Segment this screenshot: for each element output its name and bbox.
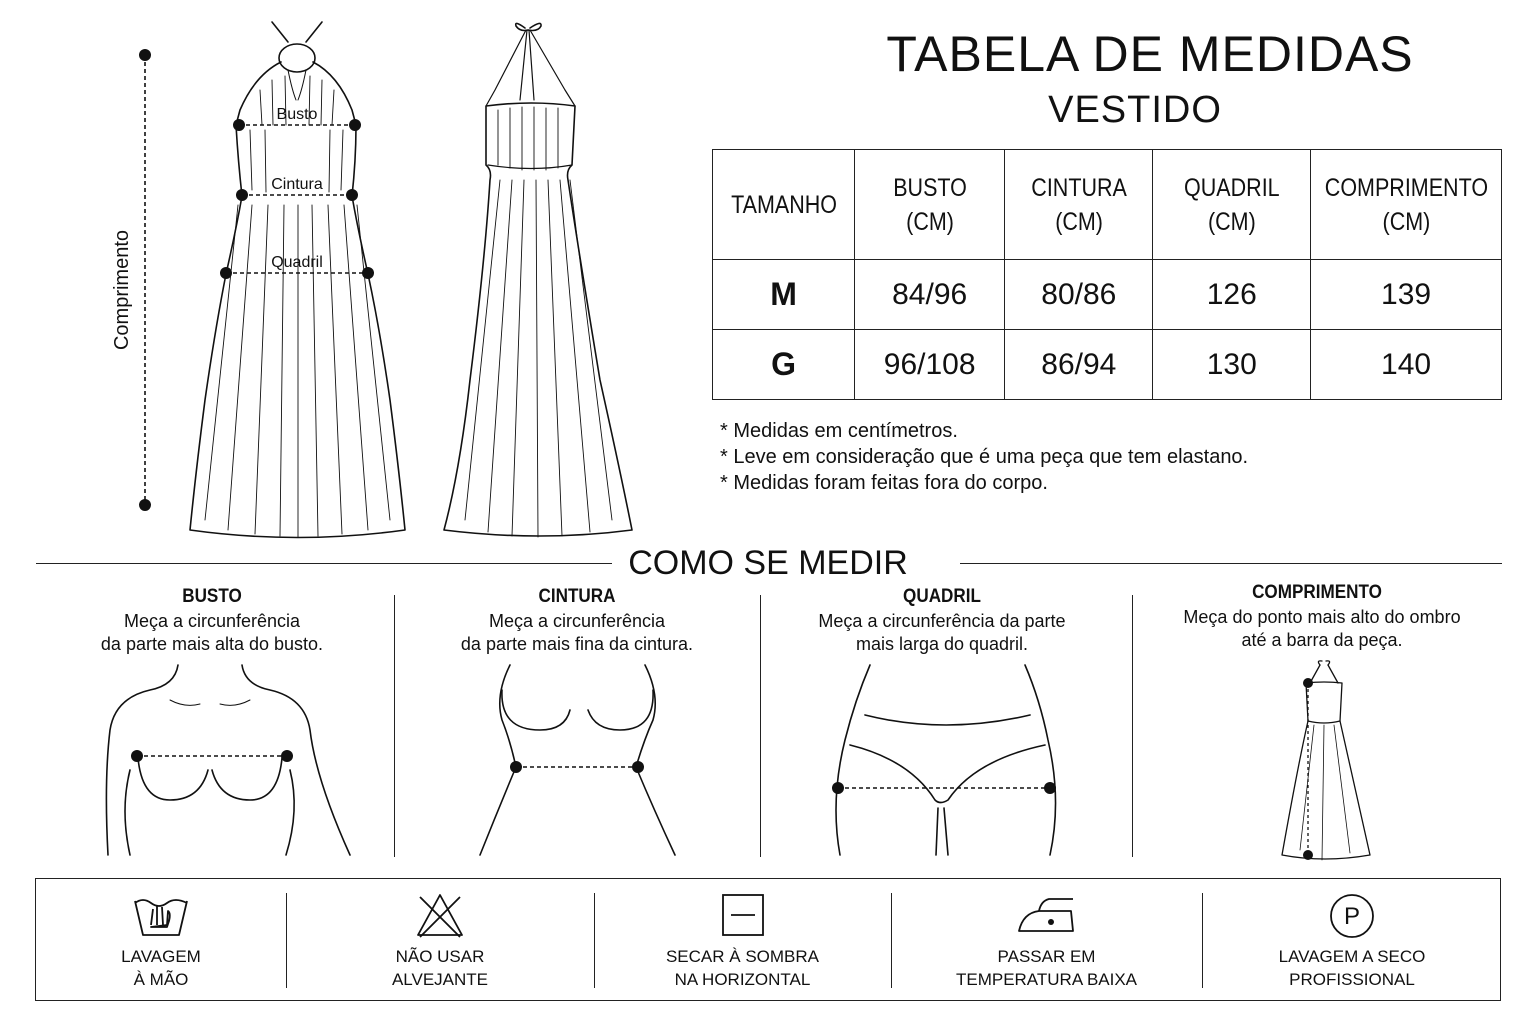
- how-to-heading-comprimento: COMPRIMENTO: [1252, 582, 1382, 603]
- table-cell: 139: [1310, 259, 1502, 330]
- diagram-label-cintura: Cintura: [271, 176, 323, 193]
- care-item-iron-low: PASSAR EM TEMPERATURA BAIXA: [891, 879, 1202, 1002]
- bust-figure-illustration: [105, 664, 351, 856]
- care-label-line: NA HORIZONTAL: [674, 970, 811, 989]
- back-dress-strap: [485, 29, 576, 107]
- care-instructions: LAVAGEM À MÃO NÃO USAR ALVEJANTE SECAR À…: [35, 878, 1501, 1001]
- care-label-line: NÃO USAR: [395, 947, 485, 966]
- dry-flat-shade-icon: [721, 894, 764, 936]
- how-to-desc-cintura: Meça a circunferência da parte mais fina…: [460, 611, 694, 654]
- care-item-no-bleach: NÃO USAR ALVEJANTE: [286, 879, 594, 1002]
- care-divider: [891, 893, 892, 988]
- care-label-line: SECAR À SOMBRA: [665, 947, 820, 966]
- column-header-comprimento: COMPRIMENTO (CM): [1323, 149, 1489, 260]
- no-bleach-icon: [417, 894, 463, 938]
- note-line: * Medidas foram feitas fora do corpo.: [720, 472, 1048, 494]
- column-header-cintura: CINTURA (CM): [1014, 149, 1143, 260]
- section-title-como-medir: COMO SE MEDIR: [612, 543, 924, 583]
- care-label-line: LAVAGEM: [121, 947, 201, 966]
- how-to-heading-cintura: CINTURA: [538, 586, 616, 607]
- waist-figure-illustration: [479, 664, 676, 856]
- diagram-label-quadril: Quadril: [271, 254, 323, 271]
- how-to-heading-quadril: QUADRIL: [903, 586, 981, 607]
- care-divider: [1202, 893, 1203, 988]
- column-divider: [394, 595, 395, 857]
- table-cell: 140: [1310, 329, 1502, 400]
- section-divider-left: [36, 563, 612, 564]
- front-dress-outline: [189, 61, 406, 539]
- table-header-row: TAMANHO BUSTO (CM) CINTURA (CM) QUADRIL …: [713, 149, 1502, 260]
- care-divider: [594, 893, 595, 988]
- diagram-label-comprimento: Comprimento: [111, 230, 133, 350]
- front-dress-strap: [271, 21, 323, 43]
- note-line: * Medidas em centímetros.: [720, 420, 958, 442]
- dry-clean-letter: P: [1344, 903, 1360, 930]
- table-cell: 126: [1152, 259, 1312, 330]
- page-subtitle: VESTIDO: [1048, 89, 1222, 131]
- size-label: M: [711, 259, 856, 330]
- front-dress-neck: [278, 43, 316, 73]
- back-dress-outline: [443, 102, 633, 537]
- how-to-heading-busto: BUSTO: [182, 586, 242, 607]
- dress-diagram: Busto Cintura Quadril Comprimento: [111, 21, 633, 539]
- table-row: M 84/96 80/86 126 139: [711, 259, 1502, 330]
- iron-low-icon: [1017, 898, 1074, 932]
- table-cell: 96/108: [854, 329, 1006, 400]
- page-title: TABELA DE MEDIDAS: [886, 26, 1414, 82]
- care-divider: [286, 893, 287, 988]
- how-to-desc-quadril: Meça a circunferência da parte mais larg…: [818, 611, 1066, 654]
- column-header-busto: BUSTO (CM): [864, 149, 995, 260]
- column-header-tamanho: TAMANHO: [722, 149, 846, 260]
- size-label: G: [711, 329, 856, 400]
- hand-wash-icon: [134, 899, 188, 936]
- professional-dry-clean-icon: P: [1330, 894, 1374, 938]
- note-line: * Leve em consideração que é uma peça qu…: [720, 446, 1249, 468]
- how-to-desc-busto: Meça a circunferência da parte mais alta…: [100, 611, 324, 654]
- table-cell: 84/96: [854, 259, 1006, 330]
- care-label-line: PROFISSIONAL: [1289, 970, 1415, 989]
- diagram-label-busto: Busto: [277, 106, 318, 123]
- care-item-hand-wash: LAVAGEM À MÃO: [36, 879, 286, 1002]
- care-item-dry-flat-shade: SECAR À SOMBRA NA HORIZONTAL: [594, 879, 891, 1002]
- care-label-line: À MÃO: [133, 970, 189, 989]
- section-divider-right: [960, 563, 1502, 564]
- column-divider: [1132, 595, 1133, 857]
- table-cell: 86/94: [1004, 329, 1154, 400]
- care-label-line: LAVAGEM A SECO: [1278, 947, 1426, 966]
- how-to-desc-comprimento: Meça do ponto mais alto do ombro até a b…: [1183, 607, 1461, 650]
- back-dress-bow: [514, 22, 542, 32]
- notes: * Medidas em centímetros. * Leve em cons…: [720, 418, 1248, 496]
- care-label-line: ALVEJANTE: [391, 970, 489, 989]
- care-item-professional-dry-clean: P LAVAGEM A SECO PROFISSIONAL: [1202, 879, 1502, 1002]
- column-header-quadril: QUADRIL (CM): [1163, 149, 1301, 260]
- care-label-line: PASSAR EM: [997, 947, 1096, 966]
- column-divider: [760, 595, 761, 857]
- hip-figure-illustration: [832, 664, 1057, 856]
- table-row: G 96/108 86/94 130 140: [711, 329, 1502, 400]
- length-figure-illustration: [1281, 660, 1371, 861]
- care-label-line: TEMPERATURA BAIXA: [955, 970, 1138, 989]
- table-cell: 80/86: [1004, 259, 1154, 330]
- table-cell: 130: [1152, 329, 1312, 400]
- size-table: TAMANHO BUSTO (CM) CINTURA (CM) QUADRIL …: [711, 149, 1502, 400]
